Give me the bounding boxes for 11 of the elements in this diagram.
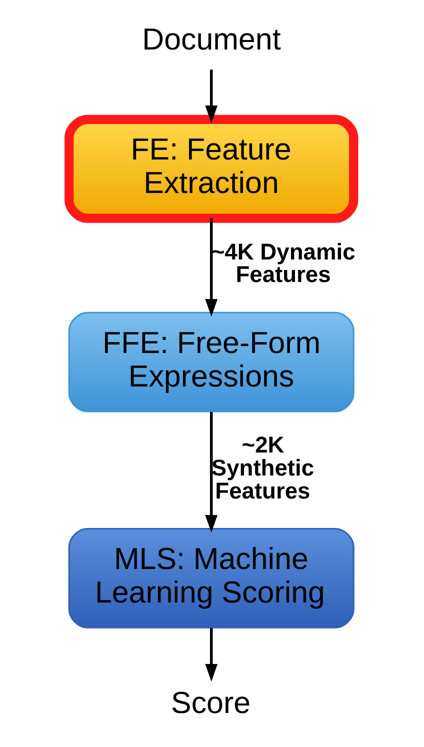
arrow [204, 218, 218, 317]
node-box: FE: Feature Extraction [64, 114, 358, 223]
edge-label: ~4K Dynamic Features [210, 238, 355, 288]
node-box: FFE: Free-Form Expressions [68, 312, 354, 412]
edge-label: ~2K Synthetic Features [210, 432, 314, 504]
arrow [204, 412, 218, 533]
arrow [204, 628, 218, 682]
node-text: Document [142, 22, 280, 56]
node-text: Score [170, 686, 250, 720]
arrow [204, 70, 218, 124]
node-box: MLS: Machine Learning Scoring [68, 528, 354, 628]
